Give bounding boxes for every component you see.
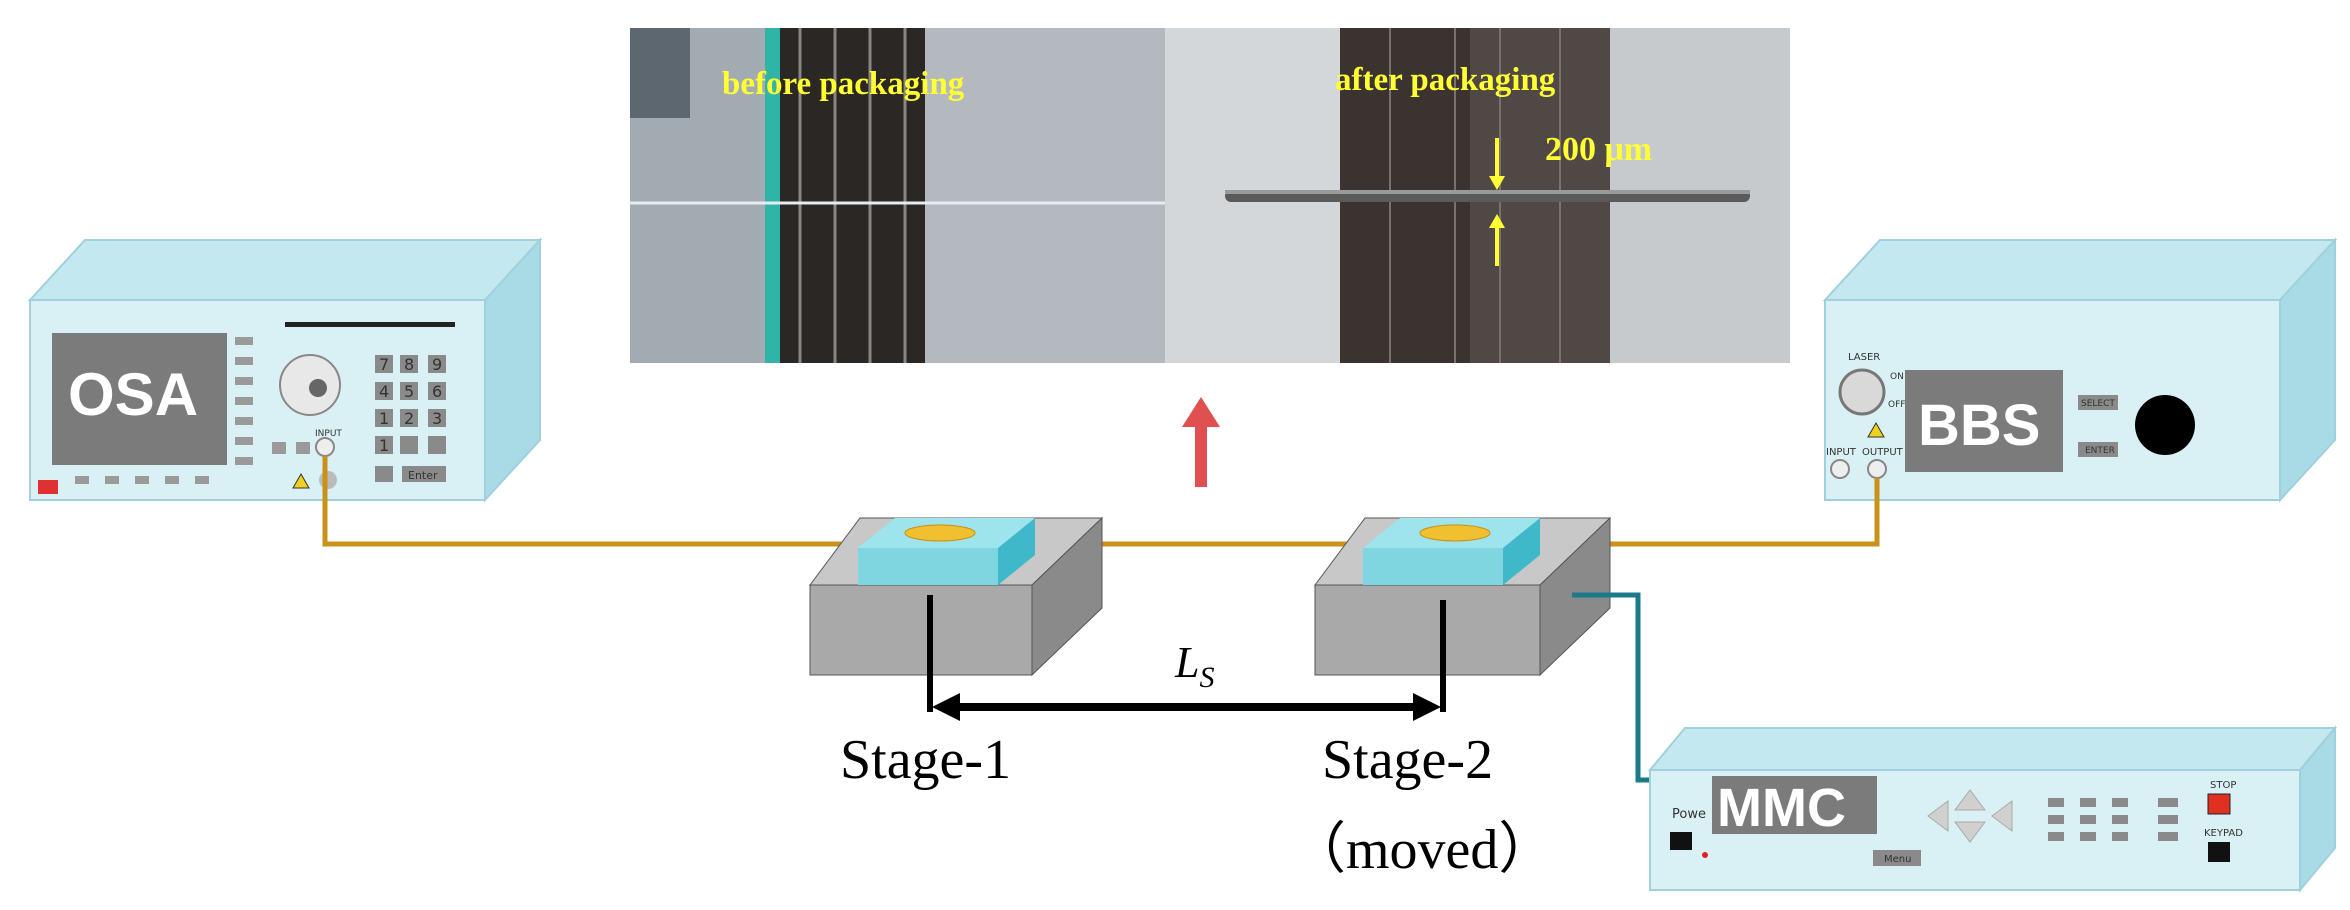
mmc-menu-button[interactable] [1873, 850, 1921, 866]
after-packaging-label: after packaging [1335, 62, 1556, 98]
photo-after-packaging: after packaging 200 μm [1165, 28, 1790, 363]
osa-key[interactable]: 1 [379, 436, 389, 455]
stage-2-grating [1419, 524, 1491, 542]
mmc-screen [1712, 776, 1877, 834]
scale-bar-label: 200 μm [1545, 131, 1652, 168]
bbs-output-label: OUTPUT [1862, 447, 1904, 458]
osa-input-port[interactable] [315, 437, 335, 457]
osa-enter-label: Enter [408, 469, 438, 482]
stage-1-label: Stage-1 [840, 729, 1011, 791]
osa-power-button[interactable] [38, 480, 58, 494]
mmc-stop-button[interactable] [2207, 793, 2231, 815]
osa-key[interactable]: 5 [404, 382, 414, 401]
mmc-keypad-port[interactable] [2208, 842, 2230, 862]
bbs-off-label: OFF [1888, 400, 1905, 410]
mmc-power-led [1702, 852, 1708, 858]
bbs-instrument: LASER ON OFF INPUT OUTPUT BBS SELECT ENT… [1822, 237, 2338, 503]
osa-label: OSA [68, 361, 198, 428]
osa-disk-slot [285, 322, 455, 327]
osa-keypad: 7 8 9 4 5 6 1 2 3 1 Enter [375, 355, 446, 482]
osa-key[interactable]: 1 [379, 409, 389, 428]
osa-enter-key[interactable] [402, 466, 446, 482]
osa-key[interactable]: 3 [432, 409, 442, 428]
osa-instrument: OSA 7 8 9 4 5 6 1 2 3 1 [27, 237, 543, 503]
distance-double-arrow-icon [932, 693, 1441, 721]
scale-arrow-up-icon [1489, 214, 1505, 266]
osa-key[interactable]: 9 [432, 355, 442, 374]
mmc-stop-label: STOP [2210, 780, 2236, 791]
osa-key[interactable]: 8 [404, 355, 414, 374]
osa-key[interactable]: 4 [379, 382, 389, 401]
stage-2 [1314, 516, 1612, 712]
osa-screen [52, 333, 227, 465]
mmc-small-buttons[interactable] [2048, 798, 2178, 841]
bbs-warning-icon [1867, 421, 1885, 438]
mmc-power-button[interactable] [1670, 832, 1692, 850]
bbs-on-label: ON [1890, 372, 1904, 382]
osa-input-label: INPUT [315, 429, 342, 439]
osa-key[interactable]: 6 [432, 382, 442, 401]
mmc-power-label: Powe [1672, 807, 1706, 822]
bbs-enter-button[interactable] [2078, 442, 2118, 457]
bbs-input-label: INPUT [1826, 447, 1857, 458]
distance-label: LS [1174, 638, 1214, 694]
bbs-select-label: SELECT [2081, 399, 2115, 409]
stage-1 [809, 516, 1104, 712]
mmc-menu-label: Menu [1884, 854, 1911, 865]
osa-warning-icon [292, 472, 310, 489]
red-up-arrow-icon [1182, 397, 1220, 487]
photo-before-packaging: before packaging [630, 28, 1165, 363]
mmc-controller: Powe MMC Menu STOP KEYPAD [1647, 725, 2338, 893]
mmc-keypad-label: KEYPAD [2204, 828, 2243, 839]
bbs-screen [1905, 370, 2063, 472]
stage-2-label: Stage-2 [1322, 729, 1493, 791]
scale-arrow-down-icon [1489, 138, 1505, 190]
bbs-output-port[interactable] [1867, 459, 1887, 479]
osa-key[interactable]: 7 [379, 355, 389, 374]
bbs-input-port[interactable] [1830, 459, 1850, 479]
bbs-laser-label: LASER [1848, 352, 1880, 363]
mmc-direction-pad[interactable] [1927, 789, 2013, 843]
stage-2-note: （moved） [1290, 819, 1554, 881]
bbs-label: BBS [1918, 393, 2040, 458]
stage-1-grating [904, 524, 976, 542]
bbs-enter-label: ENTER [2085, 446, 2115, 456]
osa-key[interactable]: 2 [404, 409, 414, 428]
bbs-select-button[interactable] [2078, 395, 2118, 410]
osa-soft-buttons [75, 337, 253, 484]
before-packaging-label: before packaging [722, 66, 965, 102]
mmc-label: MMC [1717, 778, 1846, 838]
bbs-black-knob[interactable] [2135, 395, 2195, 455]
bbs-laser-knob[interactable] [1838, 368, 1886, 416]
